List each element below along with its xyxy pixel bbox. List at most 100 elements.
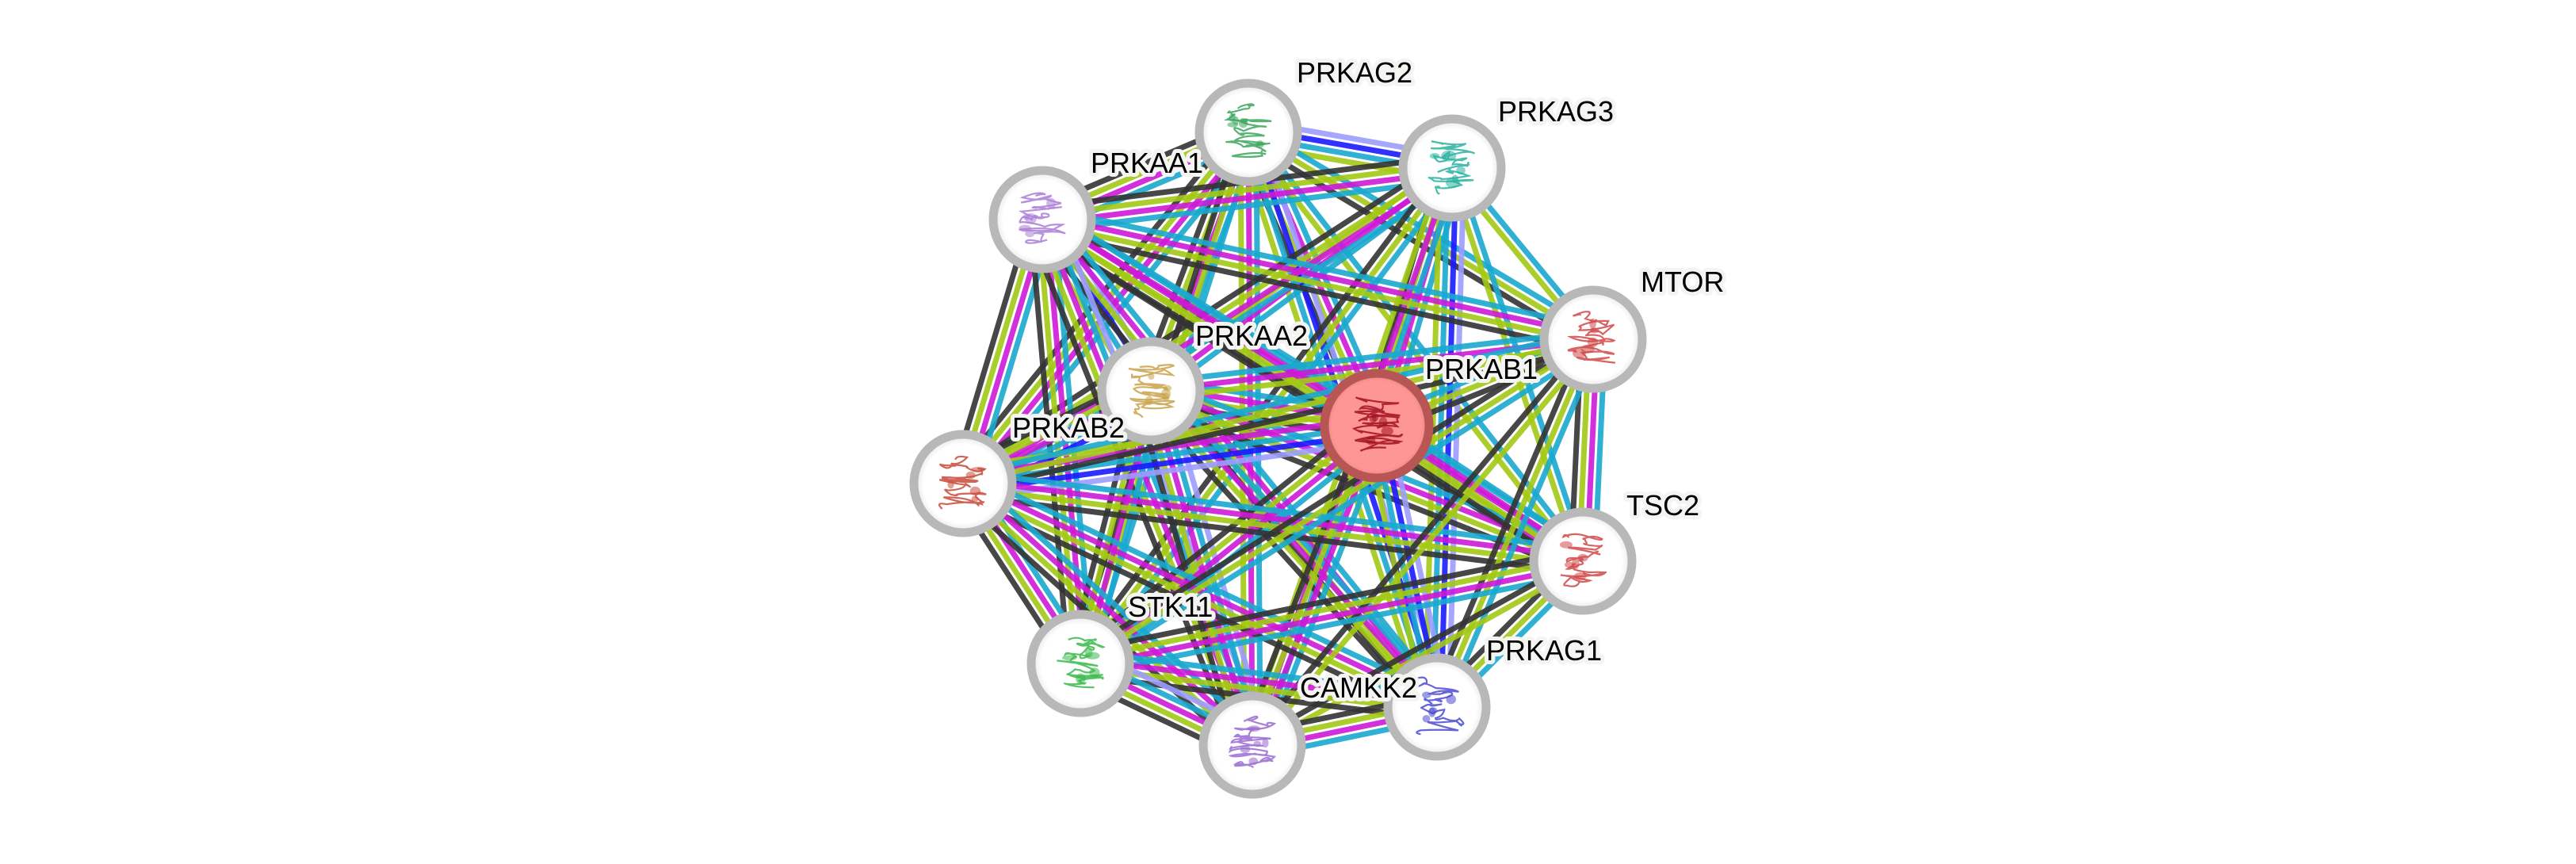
protein-helix-glyph	[1084, 648, 1093, 658]
protein-helix-glyph	[1587, 337, 1599, 348]
node-prkaa1[interactable]	[988, 166, 1096, 273]
node-label-prkag1: PRKAG1	[1486, 634, 1602, 667]
node-label-prkaa2: PRKAA2	[1195, 319, 1308, 352]
node-label-stk11: STK11	[1128, 591, 1213, 623]
protein-helix-glyph	[1456, 166, 1466, 175]
protein-helix-glyph	[1076, 673, 1086, 685]
edge-line-textmining	[1076, 420, 1377, 663]
protein-helix-glyph	[1062, 655, 1077, 661]
protein-helix-glyph	[1248, 757, 1259, 766]
edge-line-curated-database	[1441, 341, 1603, 712]
edge-line-experimental	[1080, 562, 1584, 671]
edge-mtor-prkag1[interactable]	[1427, 335, 1603, 712]
protein-helix-glyph	[1238, 117, 1248, 128]
node-prkaa2[interactable]	[1097, 337, 1205, 445]
edge-line-experimental	[1080, 426, 1382, 669]
protein-structure-icon	[1057, 637, 1106, 689]
node-prkag3[interactable]	[1398, 114, 1506, 222]
edge-mtor-stk11[interactable]	[1074, 330, 1599, 673]
edge-line-experimental	[964, 478, 1257, 744]
node-prkab2[interactable]	[909, 430, 1017, 537]
protein-helix-glyph	[1573, 348, 1586, 358]
protein-helix-glyph	[1422, 715, 1431, 723]
node-label-prkab1: PRKAB1	[1425, 353, 1538, 385]
edge-line-textmining	[1079, 337, 1595, 666]
edge-line-curated-database	[960, 328, 1592, 479]
edge-line-textmining	[962, 336, 1594, 487]
node-circle[interactable]	[1194, 78, 1302, 186]
edge-line-curated-database	[1082, 570, 1586, 679]
protein-helix-glyph	[1451, 174, 1458, 182]
edge-line-textmining	[1434, 338, 1596, 709]
protein-helix-glyph	[1253, 740, 1262, 747]
protein-helix-glyph	[1572, 558, 1580, 569]
node-tsc2[interactable]	[1529, 507, 1637, 615]
protein-helix-glyph	[1145, 396, 1153, 406]
protein-structure-icon	[1351, 396, 1404, 452]
edge-line-curated-database	[1049, 210, 1449, 702]
protein-helix-glyph	[1589, 327, 1599, 334]
protein-helix-glyph	[1148, 373, 1155, 380]
protein-structure-icon	[1428, 140, 1476, 195]
labels-layer: PRKAG2PRKAG3PRKAA1MTORPRKAA2PRKAB1PRKAB2…	[1008, 52, 1728, 708]
edge-line-experimental	[1080, 656, 1439, 706]
protein-helix-glyph	[1240, 745, 1251, 754]
edge-line-textmining	[1145, 392, 1436, 712]
edge-line-coexpression	[1074, 330, 1591, 659]
node-stk11[interactable]	[1026, 610, 1134, 717]
node-circle[interactable]	[909, 430, 1017, 537]
protein-helix-glyph	[971, 467, 986, 472]
edge-line-curated-database	[1083, 343, 1599, 673]
protein-structure-icon	[938, 455, 988, 510]
node-circle[interactable]	[1383, 653, 1491, 761]
node-label-camkk2: CAMKK2	[1300, 671, 1417, 704]
edge-line-coexpression	[1248, 555, 1583, 744]
protein-helix-glyph	[1366, 436, 1376, 445]
node-label-tsc2: TSC2	[1626, 489, 1699, 522]
node-circle[interactable]	[1097, 337, 1205, 445]
edge-line-textmining	[961, 484, 1583, 568]
node-camkk2[interactable]	[1198, 691, 1306, 799]
edge-line-experimental	[1042, 169, 1454, 227]
protein-structure-icon	[1416, 676, 1465, 736]
protein-helix-glyph	[1428, 707, 1436, 717]
node-prkag1[interactable]	[1383, 653, 1491, 761]
node-label-prkab2: PRKAB2	[1012, 411, 1125, 444]
edge-line-textmining	[1035, 220, 1080, 664]
node-label-prkag2: PRKAG2	[1297, 56, 1412, 89]
edge-line-coexpression	[1427, 335, 1589, 705]
protein-helix-glyph	[1022, 214, 1030, 220]
node-mtor[interactable]	[1539, 285, 1647, 393]
edge-line-textmining	[1041, 161, 1452, 219]
protein-helix-glyph	[969, 486, 981, 496]
protein-helix-glyph	[971, 495, 979, 503]
protein-helix-glyph	[1446, 694, 1456, 705]
protein-helix-glyph	[1089, 667, 1100, 679]
node-circle[interactable]	[988, 166, 1096, 273]
protein-helix-glyph	[1233, 116, 1239, 125]
edge-line-experimental	[963, 477, 1440, 706]
protein-helix-glyph	[1573, 572, 1587, 580]
node-label-prkag3: PRKAG3	[1498, 95, 1614, 128]
node-label-mtor: MTOR	[1641, 266, 1724, 298]
node-prkab1[interactable]	[1320, 369, 1434, 483]
edge-prkaa1-mtor[interactable]	[1039, 205, 1596, 354]
protein-helix-glyph	[1559, 541, 1573, 549]
protein-structure-icon	[1128, 364, 1176, 419]
edge-prkab2-mtor[interactable]	[960, 328, 1596, 495]
edge-line-curated-database	[1044, 205, 1596, 331]
edge-tsc2-stk11[interactable]	[1077, 546, 1586, 679]
protein-helix-glyph	[1429, 153, 1440, 159]
protein-helix-glyph	[1248, 725, 1261, 732]
protein-structure-icon	[1566, 311, 1616, 364]
protein-helix-glyph	[1025, 230, 1035, 238]
node-prkag2[interactable]	[1194, 78, 1302, 186]
protein-helix-glyph	[1378, 416, 1388, 428]
protein-helix-glyph	[1589, 318, 1596, 329]
protein-helix-glyph	[1262, 738, 1269, 748]
protein-helix-glyph	[1564, 561, 1575, 568]
edge-line-coexpression	[1077, 546, 1581, 655]
edge-line-coexpression	[964, 344, 1596, 495]
protein-helix-glyph	[1019, 224, 1031, 232]
